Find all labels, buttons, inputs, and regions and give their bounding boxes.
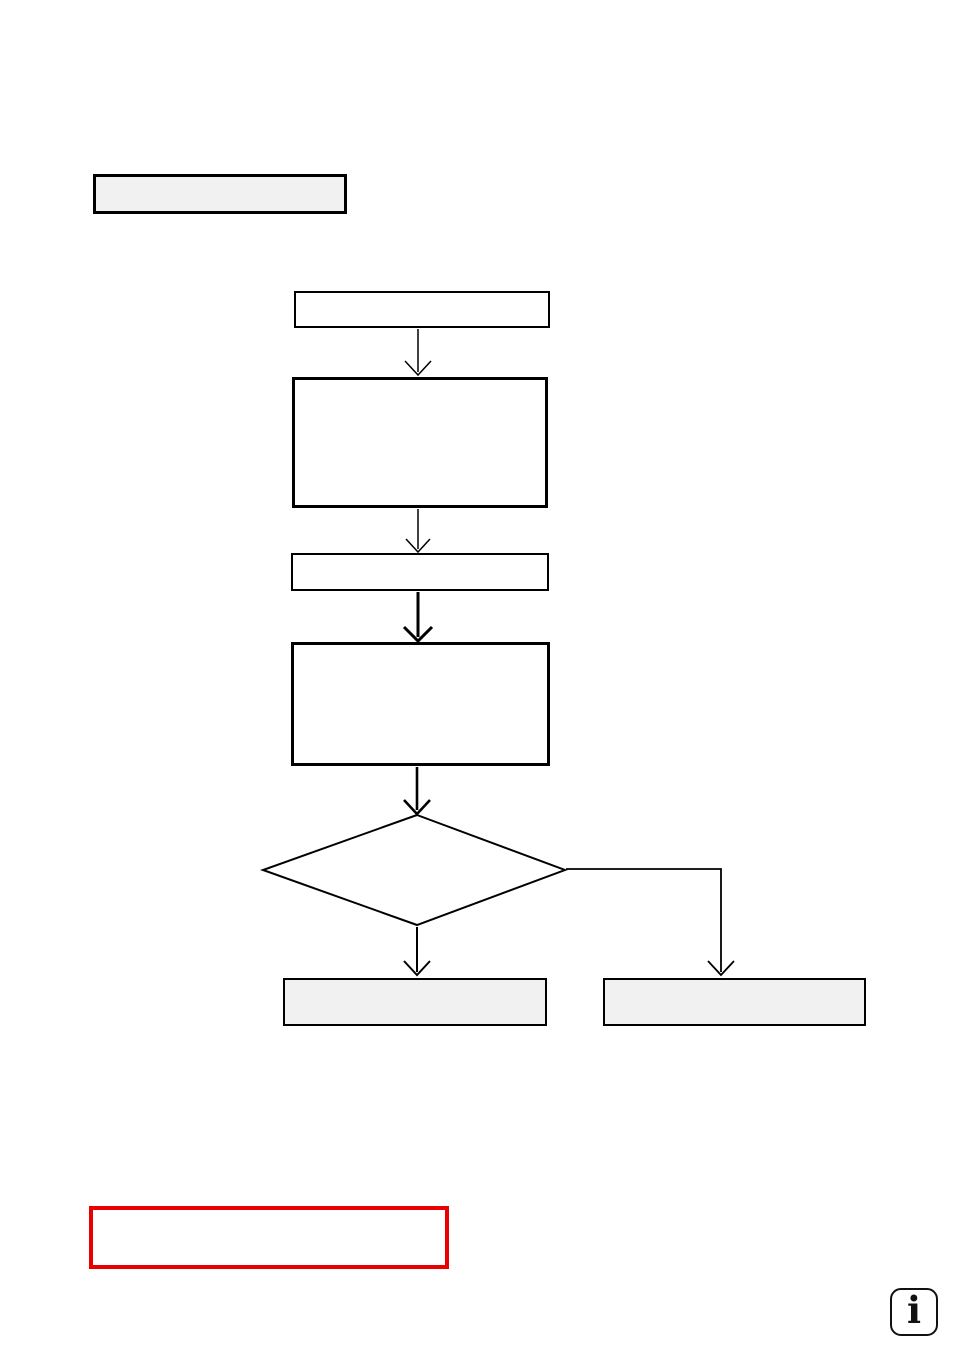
arrow-decision-outcome-left xyxy=(403,927,431,977)
flow-node-outcome-left xyxy=(283,978,547,1026)
flow-node-step-4 xyxy=(291,642,550,766)
arrow-step3-step4 xyxy=(402,592,434,644)
flow-node-step-3 xyxy=(291,553,549,591)
arrow-step4-decision xyxy=(403,767,431,816)
arrow-step2-step3 xyxy=(405,509,431,554)
arrow-step1-step2 xyxy=(404,329,432,377)
info-icon-glyph: i xyxy=(906,1288,922,1332)
section-label-box xyxy=(93,174,347,214)
decision-diamond xyxy=(260,813,568,927)
flow-node-step-2 xyxy=(292,377,548,508)
info-icon: i xyxy=(890,1288,938,1336)
flow-node-step-1 xyxy=(294,291,550,328)
alert-box xyxy=(89,1206,449,1269)
flow-node-outcome-right xyxy=(603,978,866,1026)
arrow-decision-outcome-right xyxy=(566,868,735,977)
